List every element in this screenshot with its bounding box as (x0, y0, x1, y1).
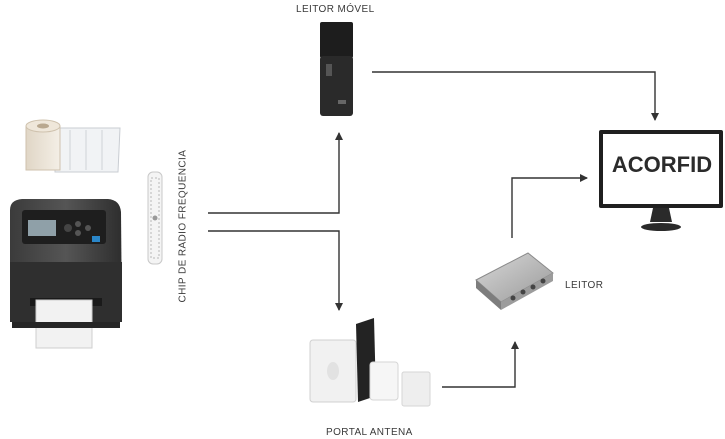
arrow-leitor-movel-to-monitor (372, 71, 659, 121)
label-chip-radio-frequencia: CHIP DE RADIO FREQUENCIA (177, 149, 189, 303)
label-leitor-movel: LEITOR MÓVEL (296, 4, 375, 15)
arrow-chip-to-leitor-movel (208, 132, 343, 214)
handheld-reader-icon (320, 22, 353, 116)
rfid-tag-icon (147, 171, 163, 265)
arrow-chip-to-portal (208, 230, 343, 311)
connector-arrows (208, 71, 659, 388)
label-leitor: LEITOR (565, 280, 604, 291)
label-portal-antena: PORTAL ANTENA (326, 427, 413, 438)
arrow-portal-to-leitor (442, 341, 519, 388)
rfid-label-printer-icon (10, 199, 122, 349)
portal-antenna-icon (309, 318, 431, 407)
monitor-screen-text: ACORFID (611, 152, 713, 177)
monitor-icon (599, 130, 723, 231)
label-roll-icon (25, 119, 121, 173)
fixed-reader-icon (475, 252, 554, 310)
arrow-leitor-to-monitor (511, 174, 588, 238)
